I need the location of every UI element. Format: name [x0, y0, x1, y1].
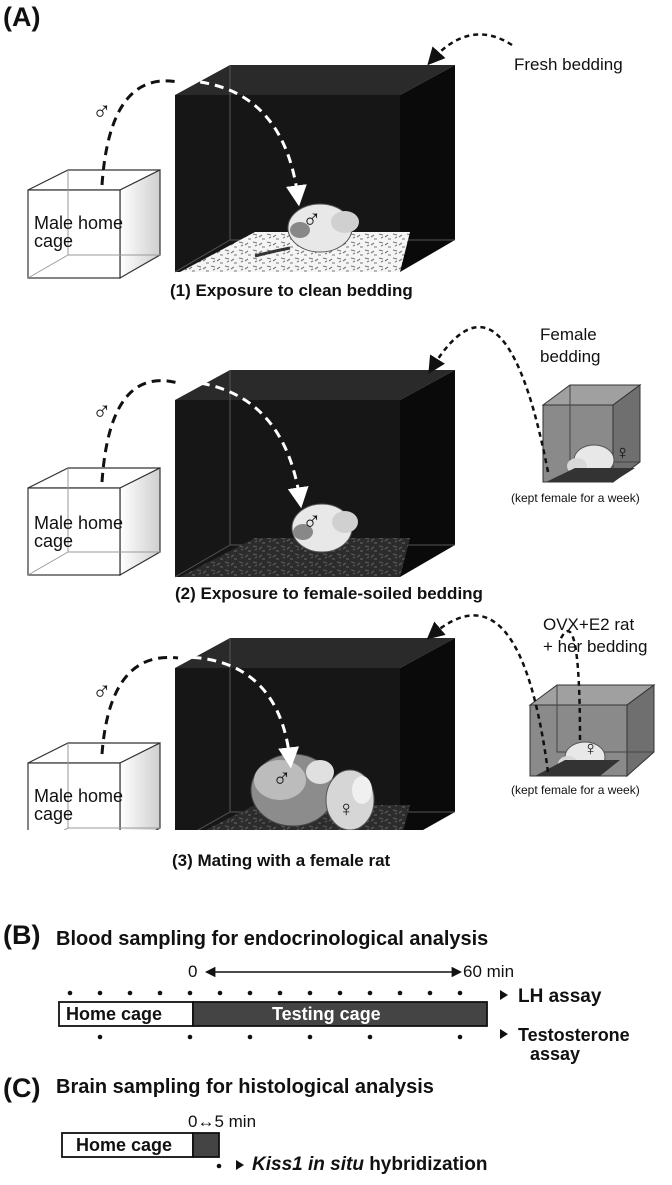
panel-b-letter: (B) [3, 920, 41, 950]
scene-2 [27, 325, 642, 578]
scene-3-caption: (3) Mating with a female rat [172, 851, 391, 870]
scene-2-caption: (2) Exposure to female-soiled bedding [175, 584, 483, 603]
brain-testing-bar [192, 1132, 220, 1158]
kiss1-label-rest: hybridization [363, 1154, 488, 1175]
testosterone-pointer [500, 1029, 508, 1039]
male-rat-1 [254, 203, 359, 258]
panel-c-title: Brain sampling for histological analysis [56, 1076, 434, 1098]
fresh-bedding-arrow [427, 33, 513, 66]
brain-sample-dot [216, 1163, 222, 1169]
male-home-cage-3 [27, 742, 161, 830]
home-cage-label-2b: cage [34, 531, 74, 551]
testing-cage-bar-label: Testing cage [272, 1004, 381, 1024]
brain-interval-label: 0↔5 min [188, 1112, 257, 1131]
source-caption-2: (kept female for a week) [511, 491, 640, 505]
female-bedding-arrow [428, 325, 550, 473]
brain-home-cage-label: Home cage [76, 1135, 173, 1155]
male-home-cage-2 [27, 467, 161, 577]
lh-assay-label: LH assay [518, 986, 602, 1007]
ovx-note-2: + her bedding [543, 637, 648, 656]
testosterone-label-1: Testosterone [518, 1025, 630, 1045]
home-cage-label-3b: cage [34, 804, 74, 824]
panel-b-title: Blood sampling for endocrinological anal… [56, 928, 489, 950]
panel-a-letter: (A) [3, 2, 41, 32]
female-symbol-source-2: ♀ [615, 442, 630, 464]
panel-a-illustration [27, 33, 656, 830]
male-symbol-rat-2: ♂ [302, 505, 322, 535]
panel-c-letter: (C) [3, 1073, 41, 1103]
brain-home-cage-bar [61, 1132, 194, 1158]
ovx-note-1: OVX+E2 rat [543, 615, 635, 634]
transfer-arc-1 [100, 79, 307, 207]
female-bedding-note-2: bedding [540, 347, 601, 366]
transfer-arc-2-outer [100, 379, 179, 483]
panel-b-timeline [58, 966, 508, 1040]
testing-cage-2 [174, 370, 455, 578]
male-rat-2 [291, 503, 358, 553]
home-cage-label-3a: Male home [34, 786, 124, 806]
female-symbol-rat-3: ♀ [338, 796, 355, 821]
fresh-bedding-note: Fresh bedding [514, 55, 623, 74]
mating-rats-3 [250, 753, 375, 830]
male-symbol-rat-3: ♂ [272, 762, 292, 792]
kiss1-pointer [236, 1160, 244, 1170]
transfer-arc-3 [100, 655, 300, 769]
timeline-start-label: 0 [188, 962, 198, 981]
kiss1-label: Kiss1 in situ hybridization [252, 1154, 487, 1176]
testing-cage-bar [192, 1001, 488, 1027]
source-caption-3: (kept female for a week) [511, 783, 640, 797]
female-source-cage-2 [541, 384, 642, 483]
panel-c-timeline [61, 1132, 244, 1170]
testosterone-label-2: assay [530, 1044, 581, 1064]
kiss1-label-italic: Kiss1 in situ [252, 1154, 364, 1175]
home-cage-label-2a: Male home [34, 513, 124, 533]
home-cage-label-1b: cage [34, 231, 74, 251]
lh-pointer [500, 990, 508, 1000]
male-symbol-rat-1: ♂ [302, 203, 322, 233]
female-transfer-arrow-2 [558, 629, 582, 741]
female-bedding-note-1: Female [540, 325, 597, 344]
lh-sample-dots [67, 990, 463, 996]
transfer-arc-3-outer [100, 655, 179, 755]
male-symbol-arc-2: ♂ [92, 395, 112, 425]
scene-1 [27, 33, 513, 280]
scene-1-caption: (1) Exposure to clean bedding [170, 281, 413, 300]
male-symbol-arc-3: ♂ [92, 675, 112, 705]
home-cage-label-1a: Male home [34, 213, 124, 233]
scene-3 [27, 614, 656, 830]
testosterone-sample-dots [97, 1034, 463, 1040]
home-cage-bar-label: Home cage [66, 1004, 163, 1024]
female-source-cage-3 [528, 684, 656, 778]
female-symbol-source-3: ♀ [583, 738, 598, 760]
male-symbol-arc-1: ♂ [92, 95, 112, 125]
male-home-cage-1 [27, 169, 161, 280]
transfer-arc-2 [100, 379, 309, 509]
testing-cage-1 [174, 65, 455, 273]
timeline-end-label: 60 min [463, 962, 515, 981]
female-transfer-arrow [426, 614, 550, 773]
